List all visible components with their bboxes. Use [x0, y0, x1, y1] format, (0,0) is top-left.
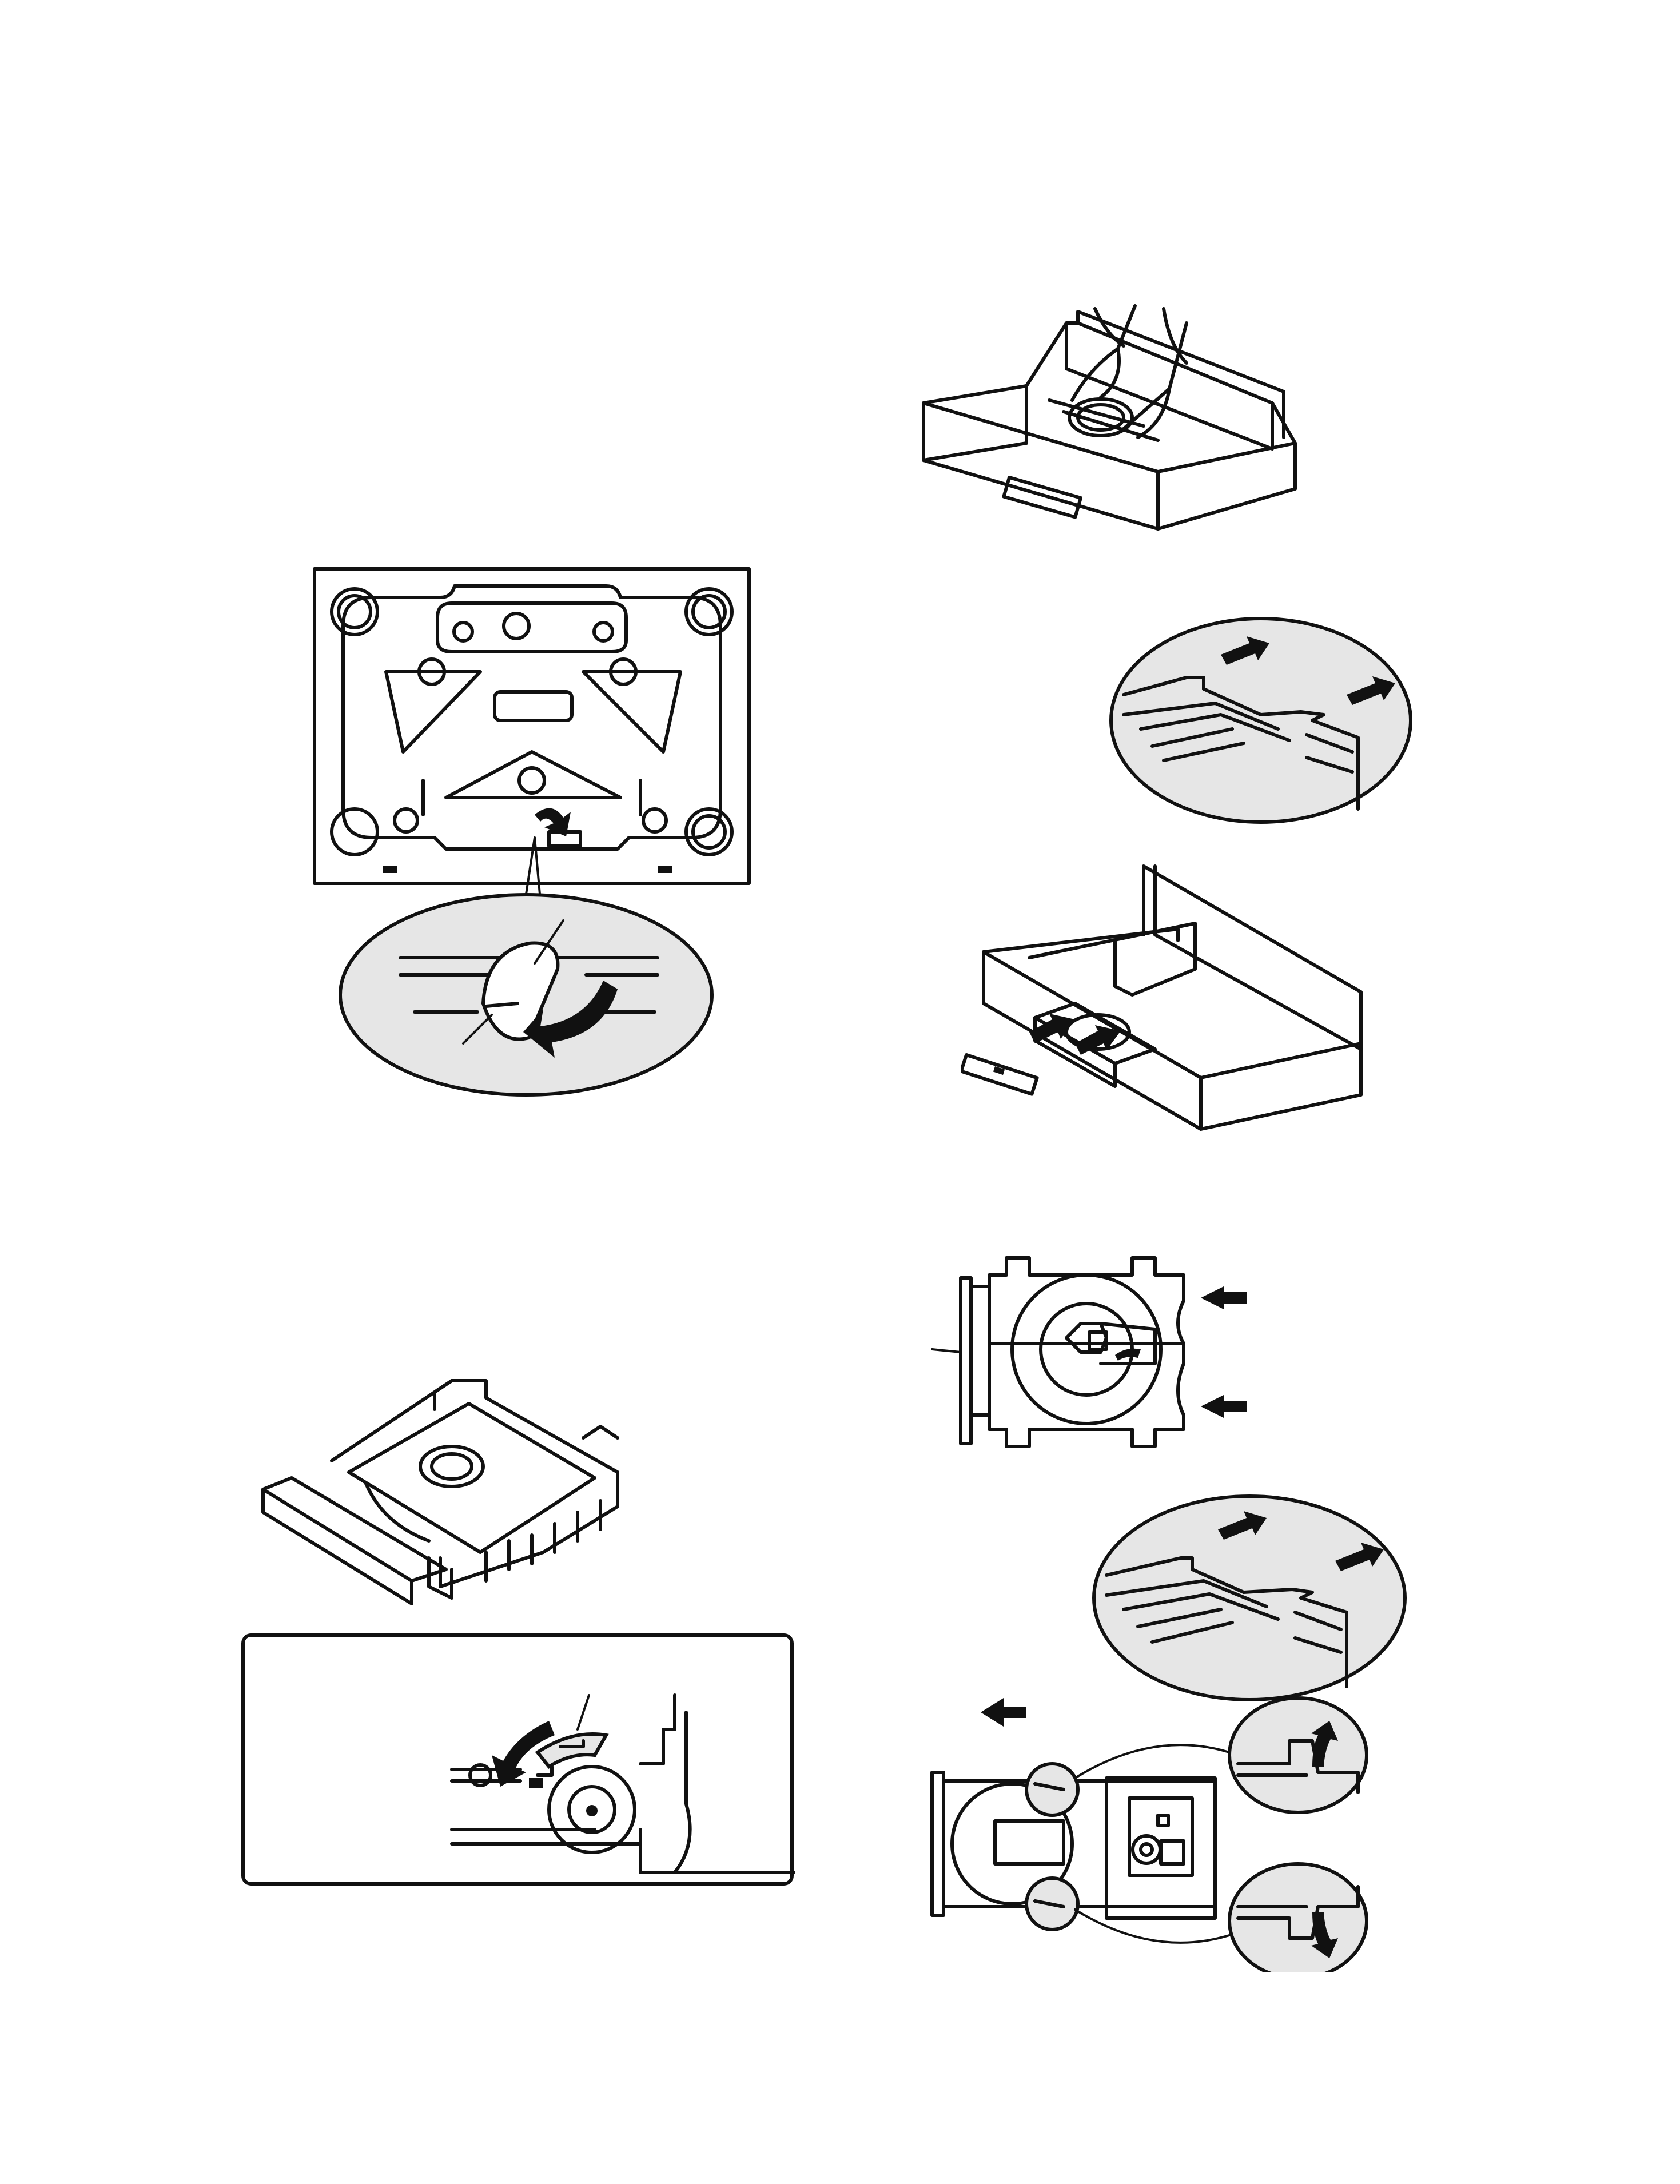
- gear-release-icon: [241, 1633, 795, 1886]
- slot-zoom-icon: [1109, 617, 1412, 824]
- tray-hands-figure: [918, 300, 1318, 592]
- tray-pull-out-figure: [961, 860, 1372, 1146]
- slot-detail-1-figure: [1106, 615, 1415, 826]
- gear-detail-figure: [240, 1632, 795, 1887]
- lever-detail-figure: [335, 889, 718, 1101]
- slot-detail-2-figure: [1089, 1492, 1410, 1704]
- hands-on-tray-icon: [922, 304, 1297, 531]
- chassis-bottom-view-icon: [313, 567, 751, 885]
- slot-zoom-icon: [1092, 1494, 1407, 1701]
- mechanism-top-figure: [926, 1244, 1327, 1461]
- mechanism-iso-figure: [257, 1369, 635, 1609]
- tray-pull-out-icon: [961, 864, 1363, 1131]
- pickup-removal-figure: [918, 1692, 1370, 1972]
- pickup-removal-icon: [930, 1696, 1368, 1972]
- lever-zoom-icon: [339, 893, 714, 1097]
- bottom-chassis-figure: [309, 563, 755, 889]
- cd-mechanism-icon: [261, 1379, 619, 1605]
- mechanism-top-view-icon: [931, 1256, 1247, 1448]
